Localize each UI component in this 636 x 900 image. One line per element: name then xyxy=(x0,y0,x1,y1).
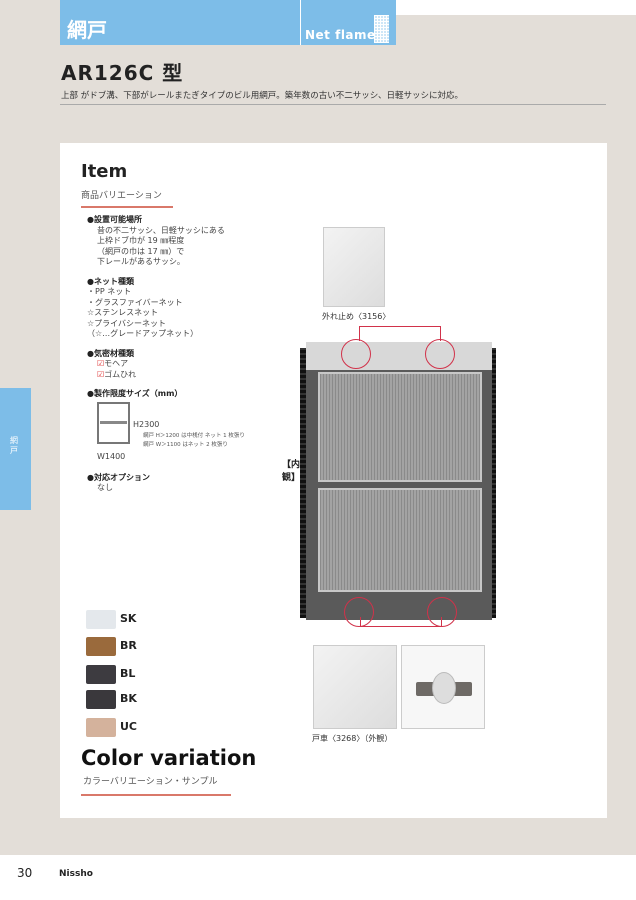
spec-line: ☆プライバシーネット xyxy=(87,318,167,328)
item-subheading: 商品バリエーション xyxy=(81,191,162,201)
spec-title: ●製作限度サイズ（mm） xyxy=(87,389,183,398)
color-code: UC xyxy=(120,720,138,733)
spec-title: ●設置可能場所 xyxy=(87,215,142,224)
callout-line xyxy=(359,326,360,341)
callout-line xyxy=(441,617,442,627)
swatch-uc xyxy=(86,718,116,737)
stopper-caption: 外れ止め〈3156〉 xyxy=(322,312,391,321)
checkbox-checked-icon: ☑ xyxy=(97,369,105,379)
max-height: H2300 xyxy=(133,419,160,429)
spec-title: ●ネット種類 xyxy=(87,276,134,286)
swatch-sk xyxy=(86,610,116,629)
spec-title: ●対応オプション xyxy=(87,472,150,482)
header-divider xyxy=(300,0,301,45)
divider xyxy=(60,104,606,105)
checkbox-checked-icon: ☑ xyxy=(97,359,105,368)
spec-line: ☆ステンレスネット xyxy=(87,308,159,317)
callout-circle xyxy=(344,597,374,627)
item-heading: Item xyxy=(81,161,128,182)
max-width: W1400 xyxy=(97,451,126,461)
color-code: SK xyxy=(120,612,137,625)
spec-net-type: ●ネット種類 ・PP ネット ・グラスファイバーネット ☆ステンレスネット ☆プ… xyxy=(87,277,225,340)
callout-circle xyxy=(341,339,371,369)
swatch-bl xyxy=(86,665,116,684)
mesh-pane-lower xyxy=(318,488,482,592)
spec-line: モヘア xyxy=(104,359,129,368)
callout-circle xyxy=(427,597,457,627)
spec-size-limit: ●製作限度サイズ（mm） H2300 網戸 H＞1200 は中桟付 ネット 1 … xyxy=(87,389,245,464)
mesh-pane-upper xyxy=(318,372,482,482)
color-variation-subheading: カラーバリエーション・サンプル xyxy=(83,777,218,787)
color-code: BK xyxy=(120,692,137,705)
side-tab-label: 網戸 xyxy=(10,436,18,455)
size-diagram: H2300 網戸 H＞1200 は中桟付 ネット 1 枚張り 網戸 W＞1100… xyxy=(97,400,245,464)
roller-wheel xyxy=(432,672,456,704)
swatch-bk xyxy=(86,690,116,709)
category-title-en: Net flame xyxy=(305,28,376,42)
inside-view-label: 【内観】 xyxy=(282,460,301,483)
screen-door-image xyxy=(306,342,492,620)
size-note: 網戸 H＞1200 は中桟付 ネット 1 枚張り xyxy=(143,432,245,439)
spec-line: （☆…グレードアップネット） xyxy=(87,329,199,338)
spec-seal-type: ●気密材種類 ☑モヘア ☑ゴムひれ xyxy=(87,349,225,381)
spec-install-location: ●設置可能場所 昔の不二サッシ、日軽サッシにある 上枠ドブ巾が 19 ㎜程度 （… xyxy=(87,215,225,268)
callout-line xyxy=(440,326,441,341)
brush-seal xyxy=(490,348,496,618)
spec-line: ゴムひれ xyxy=(104,369,137,379)
stopper-photo xyxy=(323,227,385,307)
net-grid-icon xyxy=(374,15,389,43)
product-title: AR126C 型 xyxy=(61,61,184,85)
callout-circle xyxy=(425,339,455,369)
spec-line: 下レールがあるサッシ。 xyxy=(97,257,185,266)
category-header: 網戸 Net flame xyxy=(60,0,396,45)
color-code: BR xyxy=(120,639,137,652)
brand-name: Nissho xyxy=(59,869,93,879)
item-underline xyxy=(81,206,173,208)
spec-line: なし xyxy=(97,483,113,492)
top-margin xyxy=(396,0,636,15)
product-description: 上部 がドブ溝、下部がレールまたぎタイプのビル用網戸。築年数の古い不二サッシ、日… xyxy=(61,91,464,101)
size-note: 網戸 W＞1100 はネット 2 枚張り xyxy=(143,441,228,448)
category-title: 網戸 xyxy=(67,18,107,42)
page-number: 30 xyxy=(17,866,33,880)
spec-line: 上枠ドブ巾が 19 ㎜程度 xyxy=(97,236,185,245)
brush-seal xyxy=(300,348,306,618)
color-variation-heading: Color variation xyxy=(81,746,257,770)
side-tab: 網戸 xyxy=(0,388,31,510)
roller-photo-part xyxy=(401,645,485,729)
spec-line: ・PP ネット xyxy=(87,287,132,296)
callout-line xyxy=(359,326,441,327)
callout-line xyxy=(360,626,442,627)
spec-title: ●気密材種類 xyxy=(87,348,134,358)
color-code: BL xyxy=(120,667,136,680)
callout-line xyxy=(360,617,361,627)
roller-caption: 戸車〈3268〉（外観） xyxy=(312,734,393,743)
spec-line: ・グラスファイバーネット xyxy=(87,297,183,307)
spec-line: 昔の不二サッシ、日軽サッシにある xyxy=(97,225,225,235)
window-diagram-icon xyxy=(97,401,130,444)
color-underline xyxy=(81,794,231,796)
door-top-rail xyxy=(306,342,492,370)
roller-photo-installed xyxy=(313,645,397,729)
spec-list: ●設置可能場所 昔の不二サッシ、日軽サッシにある 上枠ドブ巾が 19 ㎜程度 （… xyxy=(87,215,245,503)
swatch-br xyxy=(86,637,116,656)
product-card: Item 商品バリエーション ●設置可能場所 昔の不二サッシ、日軽サッシにある … xyxy=(60,143,607,818)
spec-line: （網戸の巾は 17 ㎜）で xyxy=(97,246,185,256)
spec-options: ●対応オプション なし xyxy=(87,473,225,494)
